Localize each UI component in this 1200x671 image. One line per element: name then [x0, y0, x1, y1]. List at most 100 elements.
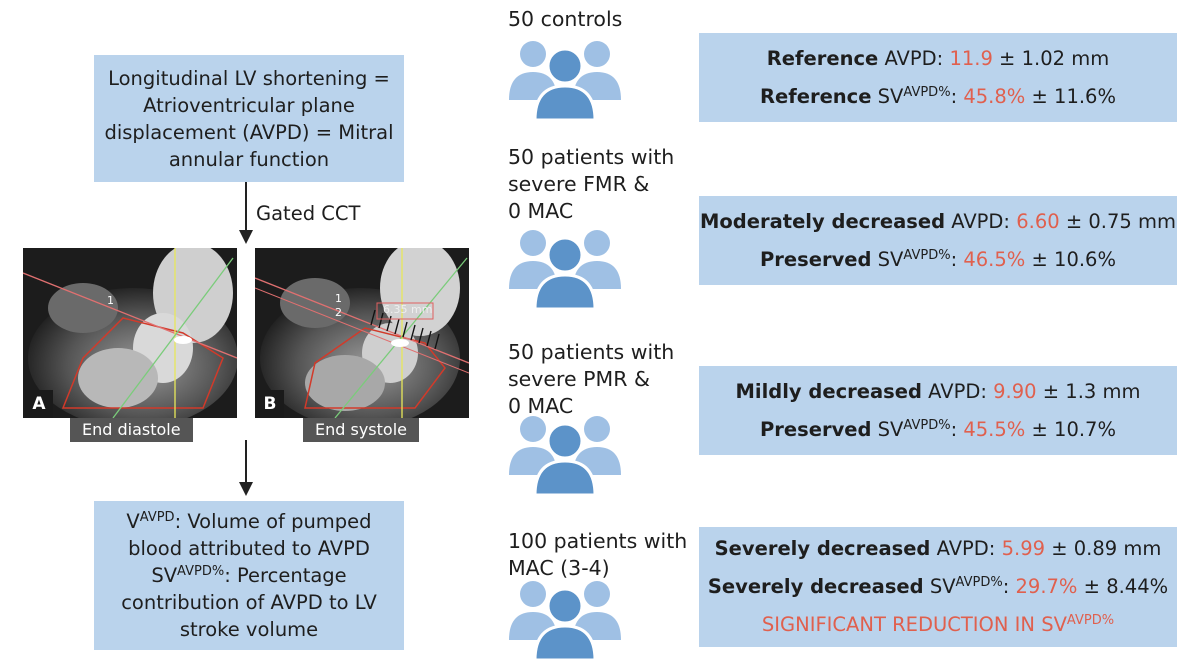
- group-2-sv-prefix: SV: [871, 247, 904, 271]
- people-group-icon: [509, 41, 621, 122]
- group-4-sv-prefix: SV: [923, 575, 956, 598]
- arrow-down-1-head: [239, 230, 253, 244]
- definition-line-3: displacement (AVPD) = Mitral: [104, 120, 394, 144]
- group-2-avpd-value: 6.60: [1016, 209, 1060, 233]
- group-4-label: 100 patients with MAC (3-4): [508, 528, 687, 582]
- vavpd-line: VAVPD: Volume of pumped: [126, 508, 371, 535]
- svavpd-sv: SV: [151, 564, 178, 587]
- arrow-down-2-shaft: [245, 440, 247, 484]
- definition-line-2: Atrioventricular plane: [143, 93, 355, 117]
- group-2-avpd-label: AVPD:: [945, 209, 1017, 233]
- significant-reduction-sup: AVPD%: [1066, 613, 1115, 628]
- group-3-label-line-1: 50 patients with: [508, 340, 675, 364]
- svavpd-rest: : Percentage: [224, 564, 347, 587]
- svavpd-line: SVAVPD%: Percentage: [151, 562, 346, 589]
- end-systole-label: End systole: [303, 418, 419, 442]
- panel-b-letter: B: [256, 390, 284, 418]
- group-1-avpd-line: Reference AVPD: 11.9 ± 1.02 mm: [767, 40, 1109, 78]
- group-1-sv-term: Reference: [760, 84, 872, 108]
- group-4-avpd-line: Severely decreased AVPD: 5.99 ± 0.89 mm: [715, 530, 1162, 568]
- vavpd-rest: : Volume of pumped: [174, 510, 372, 533]
- group-1-avpd-value: 11.9: [949, 46, 993, 70]
- group-3-avpd-term: Mildly decreased: [735, 379, 922, 403]
- group-1-label-line-1: 50 controls: [508, 7, 623, 31]
- group-3-sv-value: 45.5%: [963, 417, 1026, 441]
- people-group-icon: [509, 230, 621, 311]
- group-4-label-line-1: 100 patients with: [508, 529, 688, 553]
- group-1-sv-colon: :: [950, 84, 964, 108]
- group-4-sv-sup: AVPD%: [955, 575, 1003, 590]
- ct-image-b-graphic: [255, 248, 469, 418]
- group-3-avpd-value: 9.90: [993, 379, 1037, 403]
- group-2-label-line-1: 50 patients with: [508, 145, 675, 169]
- group-3-sv-prefix: SV: [871, 417, 904, 441]
- ct-image-a-graphic: [23, 248, 237, 418]
- group-3-sv-line: Preserved SVAVPD%: 45.5% ± 10.7%: [760, 411, 1116, 449]
- ct-image-end-systole: 1 2 6.35 mm: [255, 248, 469, 418]
- group-4-sv-term: Severely decreased: [707, 575, 924, 598]
- group-2-label-line-2: severe FMR &: [508, 172, 650, 196]
- people-group-icon: [509, 581, 621, 662]
- significant-reduction-text: SIGNIFICANT REDUCTION IN SV: [761, 613, 1067, 636]
- svavpd-line-4: contribution of AVPD to LV: [121, 591, 377, 614]
- group-4-sv-colon: :: [1002, 575, 1016, 598]
- group-1-avpd-sd: ± 1.02 mm: [992, 46, 1110, 70]
- group-4-sv-value: 29.7%: [1015, 575, 1078, 598]
- group-3-sv-colon: :: [950, 417, 964, 441]
- ct-b-measurement: 6.35 mm: [383, 303, 433, 316]
- vavpd-line-2: blood attributed to AVPD: [128, 537, 370, 560]
- people-group-icon: [509, 416, 621, 497]
- group-4-avpd-sd: ± 0.89 mm: [1045, 537, 1162, 560]
- group-3-avpd-sd: ± 1.3 mm: [1036, 379, 1141, 403]
- group-3-result-box: Mildly decreased AVPD: 9.90 ± 1.3 mm Pre…: [699, 366, 1177, 455]
- group-2-avpd-line: Moderately decreased AVPD: 6.60 ± 0.75 m…: [700, 203, 1176, 241]
- group-2-avpd-term: Moderately decreased: [700, 209, 946, 233]
- panel-a-letter: A: [25, 390, 53, 418]
- group-3-avpd-line: Mildly decreased AVPD: 9.90 ± 1.3 mm: [736, 373, 1141, 411]
- volume-definition-box: VAVPD: Volume of pumped blood attributed…: [94, 501, 404, 650]
- group-1-sv-prefix: SV: [871, 84, 904, 108]
- group-4-avpd-label: AVPD:: [930, 537, 1002, 560]
- group-4-result-box: Severely decreased AVPD: 5.99 ± 0.89 mm …: [699, 527, 1177, 647]
- group-1-sv-value: 45.8%: [963, 84, 1026, 108]
- group-4-avpd-value: 5.99: [1001, 537, 1046, 560]
- ct-b-mark-1: 1: [335, 292, 342, 305]
- group-2-sv-sd: ± 10.6%: [1025, 247, 1117, 271]
- group-4-avpd-term: Severely decreased: [714, 537, 931, 560]
- group-3-sv-sd: ± 10.7%: [1025, 417, 1117, 441]
- group-2-label: 50 patients with severe FMR & 0 MAC: [508, 144, 674, 225]
- group-2-sv-line: Preserved SVAVPD%: 46.5% ± 10.6%: [760, 241, 1116, 279]
- vavpd-sup: AVPD: [139, 510, 175, 525]
- group-2-result-box: Moderately decreased AVPD: 6.60 ± 0.75 m…: [699, 196, 1177, 285]
- group-2-sv-value: 46.5%: [963, 247, 1026, 271]
- definition-line-4: annular function: [168, 147, 330, 171]
- group-4-label-line-2: MAC (3-4): [508, 556, 610, 580]
- group-3-sv-term: Preserved: [760, 417, 872, 441]
- group-3-label: 50 patients with severe PMR & 0 MAC: [508, 339, 674, 420]
- ct-image-end-diastole: 1: [23, 248, 237, 418]
- group-3-sv-sup: AVPD%: [903, 417, 951, 433]
- svavpd-sup: AVPD%: [177, 564, 225, 579]
- group-1-result-box: Reference AVPD: 11.9 ± 1.02 mm Reference…: [699, 33, 1177, 122]
- ct-a-mark-1: 1: [107, 294, 114, 307]
- group-1-sv-sup: AVPD%: [903, 84, 951, 100]
- group-2-sv-colon: :: [950, 247, 964, 271]
- svavpd-line-5: stroke volume: [179, 618, 319, 641]
- group-1-sv-line: Reference SVAVPD%: 45.8% ± 11.6%: [760, 78, 1116, 116]
- definition-line-1: Longitudinal LV shortening =: [108, 66, 390, 90]
- arrow-down-1-shaft: [245, 182, 247, 232]
- significant-reduction-note: SIGNIFICANT REDUCTION IN SVAVPD%: [762, 606, 1114, 644]
- group-1-label: 50 controls: [508, 6, 622, 33]
- group-2-sv-sup: AVPD%: [903, 247, 951, 263]
- gated-cct-label: Gated CCT: [256, 202, 361, 225]
- ct-b-mark-2: 2: [335, 306, 342, 319]
- group-1-avpd-label: AVPD:: [878, 46, 950, 70]
- group-3-avpd-label: AVPD:: [921, 379, 994, 403]
- group-2-avpd-sd: ± 0.75 mm: [1059, 209, 1176, 233]
- vavpd-v: V: [126, 510, 140, 533]
- end-diastole-label: End diastole: [70, 418, 193, 442]
- group-3-label-line-2: severe PMR &: [508, 367, 650, 391]
- group-2-sv-term: Preserved: [760, 247, 872, 271]
- group-2-label-line-3: 0 MAC: [508, 199, 574, 223]
- group-4-sv-sd: ± 8.44%: [1077, 575, 1169, 598]
